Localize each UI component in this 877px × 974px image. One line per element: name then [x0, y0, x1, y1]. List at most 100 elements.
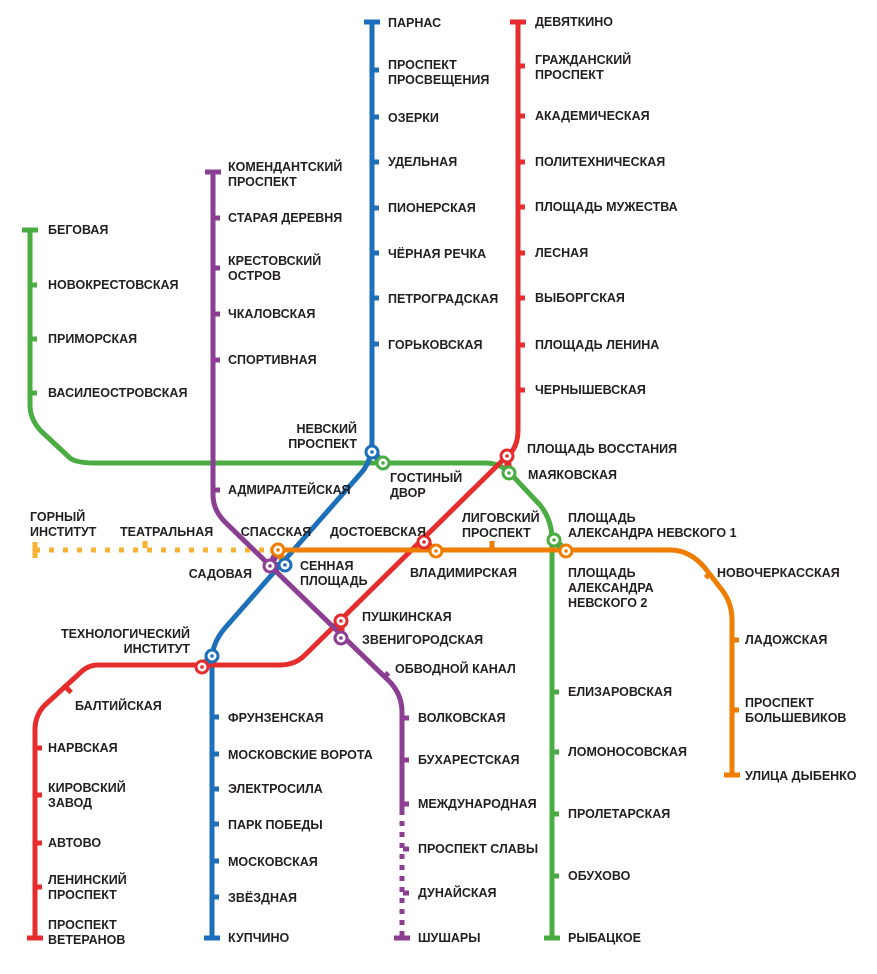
label-line: РЫБАЦКОЕ — [568, 931, 641, 945]
station-purple-11-label[interactable]: МЕЖДУНАРОДНАЯ — [418, 797, 537, 811]
station-blue-17-label[interactable]: КУПЧИНО — [228, 931, 289, 945]
station-red-10-label[interactable]: ВЛАДИМИРСКАЯ — [410, 566, 517, 580]
label-line: ОБВОДНОЙ КАНАЛ — [395, 661, 516, 676]
station-purple-12-label[interactable]: ПРОСПЕКТ СЛАВЫ — [418, 842, 538, 856]
label-line: СТАРАЯ ДЕРЕВНЯ — [228, 211, 342, 225]
station-purple-5-label[interactable]: АДМИРАЛТЕЙСКАЯ — [228, 482, 351, 497]
station-red-11-label[interactable]: ПУШКИНСКАЯ — [362, 610, 452, 624]
station-red-5-label[interactable]: ЛЕСНАЯ — [535, 246, 588, 260]
station-red-0-label[interactable]: ДЕВЯТКИНО — [535, 15, 613, 29]
station-green-7-label[interactable]: ЕЛИЗАРОВСКАЯ — [568, 685, 672, 699]
station-green-9-label[interactable]: ПРОЛЕТАРСКАЯ — [568, 807, 670, 821]
station-purple-7-label[interactable]: ЗВЕНИГОРОДСКАЯ — [362, 633, 483, 647]
label-line: ЗАВОД — [48, 796, 92, 810]
station-red-2-label[interactable]: АКАДЕМИЧЕСКАЯ — [535, 109, 650, 123]
terminal-marker — [724, 772, 740, 778]
station-tick — [213, 821, 219, 827]
station-tick — [519, 387, 525, 393]
station-purple-3-label[interactable]: ЧКАЛОВСКАЯ — [228, 307, 315, 321]
station-tick — [403, 801, 409, 807]
station-blue-11-label[interactable]: ФРУНЗЕНСКАЯ — [228, 711, 324, 725]
station-blue-13-label[interactable]: ЭЛЕКТРОСИЛА — [228, 782, 323, 796]
station-blue-15-label[interactable]: МОСКОВСКАЯ — [228, 855, 318, 869]
label-line: ЗВЁЗДНАЯ — [228, 890, 297, 905]
station-tick — [36, 884, 42, 890]
station-orange-7-label[interactable]: УЛИЦА ДЫБЕНКО — [745, 769, 857, 783]
station-purple-6-label[interactable]: САДОВАЯ — [189, 567, 252, 581]
station-purple-4-label[interactable]: СПОРТИВНАЯ — [228, 353, 317, 367]
station-blue-6-label[interactable]: ПЕТРОГРАДСКАЯ — [388, 292, 498, 306]
station-red-8-label[interactable]: ЧЕРНЫШЕВСКАЯ — [535, 383, 646, 397]
station-orange-5-label[interactable]: ЛАДОЖСКАЯ — [745, 633, 827, 647]
terminal-marker — [27, 935, 43, 941]
station-green-10-label[interactable]: ОБУХОВО — [568, 869, 631, 883]
station-red-7-label[interactable]: ПЛОЩАДЬ ЛЕНИНА — [535, 338, 659, 352]
station-purple-10-label[interactable]: БУХАРЕСТСКАЯ — [418, 753, 520, 767]
station-green-11-label[interactable]: РЫБАЦКОЕ — [568, 931, 641, 945]
station-green-5-label[interactable]: МАЯКОВСКАЯ — [528, 468, 617, 482]
station-blue-3-label[interactable]: УДЕЛЬНАЯ — [388, 155, 457, 169]
station-tick — [403, 846, 409, 852]
station-blue-16-label[interactable]: ЗВЁЗДНАЯ — [228, 890, 297, 905]
station-blue-2-label[interactable]: ОЗЕРКИ — [388, 111, 439, 125]
label-line: НЕВСКОГО 2 — [568, 596, 647, 610]
station-tick — [142, 541, 148, 548]
station-blue-4-label[interactable]: ПИОНЕРСКАЯ — [388, 201, 476, 215]
station-blue-14-label[interactable]: ПАРК ПОБЕДЫ — [228, 818, 323, 832]
station-orange-4-label[interactable]: НОВОЧЕРКАССКАЯ — [717, 566, 840, 580]
station-tick — [214, 215, 220, 221]
station-red-13-label[interactable]: НАРВСКАЯ — [48, 741, 118, 755]
station-red-6-label[interactable]: ВЫБОРГСКАЯ — [535, 291, 625, 305]
label-line: ВАСИЛЕОСТРОВСКАЯ — [48, 386, 187, 400]
station-blue-5-label[interactable]: ЧЁРНАЯ РЕЧКА — [388, 246, 486, 261]
station-green-0-label[interactable]: БЕГОВАЯ — [48, 223, 108, 237]
label-line: ДВОР — [390, 486, 426, 500]
station-blue-0-label[interactable]: ПАРНАС — [388, 16, 441, 30]
station-green-8-label[interactable]: ЛОМОНОСОВСКАЯ — [568, 745, 687, 759]
interchange-dot — [339, 619, 343, 623]
label-line: КОМЕНДАНТСКИЙ — [228, 159, 342, 174]
station-purple-1-label[interactable]: СТАРАЯ ДЕРЕВНЯ — [228, 211, 342, 225]
station-purple-9-label[interactable]: ВОЛКОВСКАЯ — [418, 711, 505, 725]
station-green-1-label[interactable]: НОВОКРЕСТОВСКАЯ — [48, 278, 178, 292]
station-green-2-label[interactable]: ПРИМОРСКАЯ — [48, 332, 137, 346]
label-line: ОБУХОВО — [568, 869, 631, 883]
station-red-4-label[interactable]: ПЛОЩАДЬ МУЖЕСТВА — [535, 200, 678, 214]
station-tick — [373, 205, 379, 211]
label-line: НАРВСКАЯ — [48, 741, 118, 755]
station-blue-12-label[interactable]: МОСКОВСКИЕ ВОРОТА — [228, 748, 373, 762]
label-line: ГОРЬКОВСКАЯ — [388, 338, 483, 352]
station-orange-1-label[interactable]: ДОСТОЕВСКАЯ — [330, 525, 426, 539]
station-red-15-label[interactable]: АВТОВО — [48, 836, 101, 850]
station-red-9-label[interactable]: ПЛОЩАДЬ ВОССТАНИЯ — [527, 442, 677, 456]
station-red-3-label[interactable]: ПОЛИТЕХНИЧЕСКАЯ — [535, 155, 665, 169]
label-line: ВЛАДИМИРСКАЯ — [410, 566, 517, 580]
station-purple-8-label[interactable]: ОБВОДНОЙ КАНАЛ — [395, 661, 516, 676]
station-purple-13-label[interactable]: ДУНАЙСКАЯ — [418, 885, 497, 900]
station-red-12-label[interactable]: БАЛТИЙСКАЯ — [75, 698, 162, 713]
station-tick — [733, 707, 739, 713]
station-blue-7-label[interactable]: ГОРЬКОВСКАЯ — [388, 338, 483, 352]
station-green-3-label[interactable]: ВАСИЛЕОСТРОВСКАЯ — [48, 386, 187, 400]
label-line: САДОВАЯ — [189, 567, 252, 581]
station-orange-0-label[interactable]: СПАССКАЯ — [241, 525, 311, 539]
label-line: ПЛОЩАДЬ — [300, 574, 368, 588]
station-purple-14-label[interactable]: ШУШАРЫ — [418, 931, 481, 945]
station-yellow-1-label[interactable]: ТЕАТРАЛЬНАЯ — [120, 525, 213, 539]
